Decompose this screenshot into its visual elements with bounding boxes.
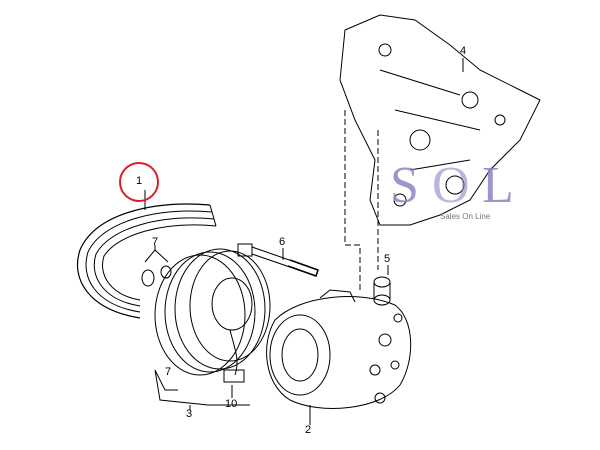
bolt-drawing <box>237 243 319 277</box>
label-bushing: 5 <box>384 253 391 265</box>
leader-lines <box>344 110 379 290</box>
label-clutch-parts-upper: 7 <box>152 236 159 248</box>
label-clutch-parts-lower: 7 <box>165 366 172 378</box>
bushing-drawing <box>373 276 391 306</box>
label-bolt: 6 <box>279 236 286 248</box>
label-leaders <box>144 58 464 425</box>
label-bracket: 4 <box>460 45 467 57</box>
watermark-logo: S O L Sales On Line <box>390 157 514 221</box>
belt-drawing <box>76 203 217 319</box>
clutch-pulley-drawing <box>141 248 271 383</box>
highlight-circle <box>119 162 159 202</box>
logo-tagline: Sales On Line <box>440 212 491 221</box>
label-belt: 1 <box>136 175 143 187</box>
label-connector: 10 <box>225 398 238 410</box>
bracket-drawing <box>339 14 541 226</box>
compressor-drawing <box>266 289 412 409</box>
label-clutch-assembly: 3 <box>186 408 193 420</box>
label-compressor: 2 <box>305 424 312 436</box>
logo-letters: S <box>390 157 419 214</box>
